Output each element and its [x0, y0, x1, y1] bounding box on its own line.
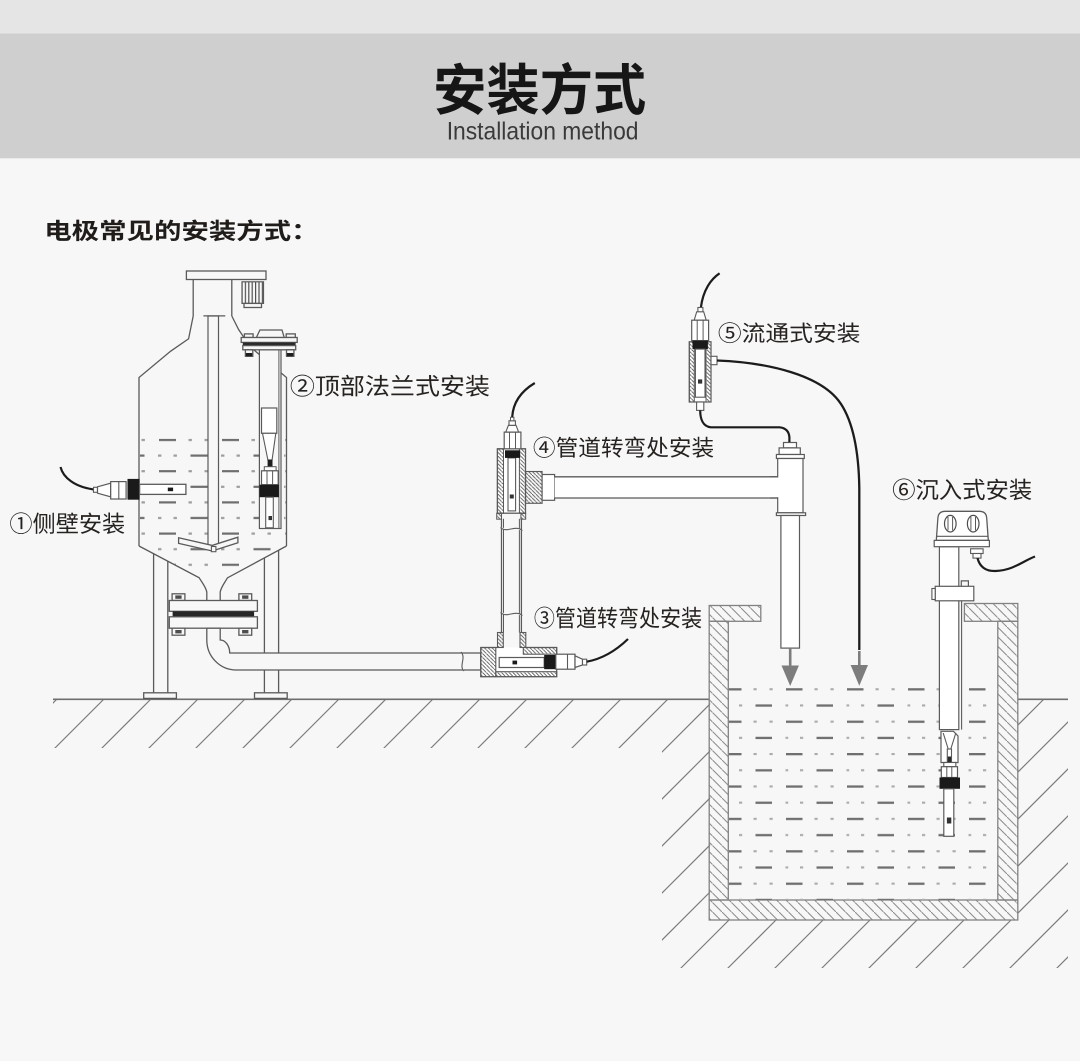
svg-text:Installation method: Installation method	[447, 118, 639, 146]
